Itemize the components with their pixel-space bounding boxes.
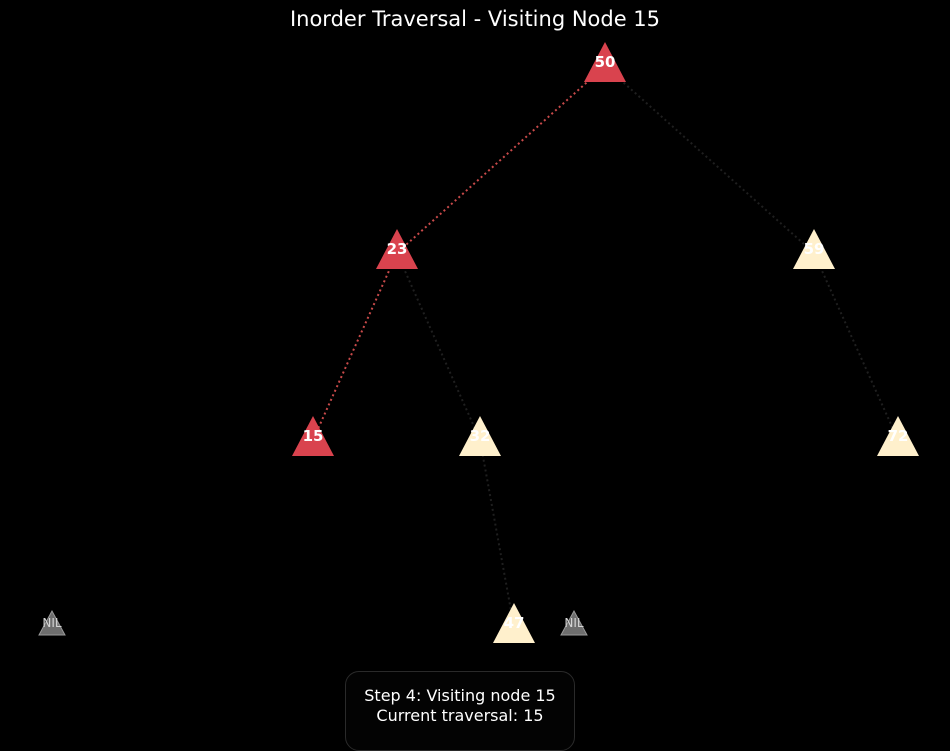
tree-edges [312,65,899,628]
tree-edge-n32-n47 [479,439,515,628]
tree-node-32: 32 [459,416,501,456]
status-traversal: Current traversal: 15 [376,706,544,725]
tree-node-59: 59 [793,229,835,269]
tree-node-50: 50 [584,42,626,82]
node-label: 50 [595,53,616,71]
node-label: 15 [303,427,324,445]
node-label: 59 [804,240,825,258]
node-label: 23 [387,240,408,258]
node-triangle [38,609,66,636]
tree-edge-n23-n15 [312,252,398,441]
nil-node: NIL [560,609,588,636]
node-triangle [584,42,626,82]
tree-node-72: 72 [877,416,919,456]
node-triangle [459,416,501,456]
nil-label: NIL [42,616,62,630]
node-label: 72 [888,427,909,445]
nil-node: NIL [38,609,66,636]
status-step: Step 4: Visiting node 15 [364,686,556,705]
tree-nodes: 50 23 59 15 32 72 47 NIL NIL [38,42,919,643]
node-triangle [376,229,418,269]
node-triangle [493,603,535,643]
tree-edge-n50-n59 [604,65,815,254]
tree-edge-n59-n72 [813,252,899,441]
tree-node-15: 15 [292,416,334,456]
node-label: 32 [470,427,491,445]
node-triangle [560,609,588,636]
node-triangle [877,416,919,456]
tree-node-47: 47 [493,603,535,643]
page-title: Inorder Traversal - Visiting Node 15 [290,7,660,31]
tree-edge-n23-n32 [396,252,481,441]
node-triangle [793,229,835,269]
nil-label: NIL [564,616,584,630]
node-triangle [292,416,334,456]
tree-node-23: 23 [376,229,418,269]
status-box: Step 4: Visiting node 15 Current travers… [345,671,575,751]
node-label: 47 [504,614,525,632]
tree-edge-n50-n23 [396,65,606,254]
